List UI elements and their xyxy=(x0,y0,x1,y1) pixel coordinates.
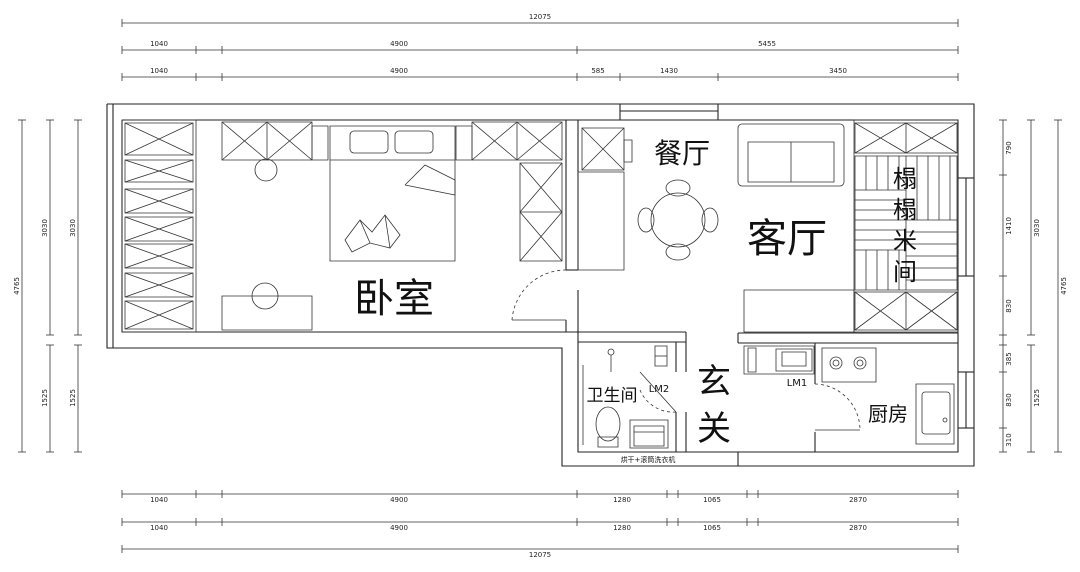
dim-top-r2-4: 1430 xyxy=(660,67,678,75)
dim-top-r1-2: 4900 xyxy=(390,40,408,48)
room-label-entry-1: 玄 xyxy=(697,362,731,402)
dim-bot-r1-2: 4900 xyxy=(390,496,408,504)
dim-top-r2-1: 1040 xyxy=(150,67,168,75)
dim-left-a-lower: 1525 xyxy=(41,389,49,407)
dim-left-outer: 4765 xyxy=(13,277,21,295)
room-label-tatami-1: 榻 xyxy=(893,165,917,193)
room-label-dining: 餐厅 xyxy=(654,137,710,170)
living-furniture xyxy=(578,120,958,332)
dim-right-outer: 4765 xyxy=(1060,277,1068,295)
room-label-tatami-4: 间 xyxy=(893,258,917,286)
dim-top-total: 12075 xyxy=(529,13,551,21)
dim-top-r2-2: 4900 xyxy=(390,67,408,75)
dim-right-mid-upper: 3030 xyxy=(1033,219,1041,237)
room-label-kitchen: 厨房 xyxy=(868,402,908,426)
dim-right-mid-lower: 1525 xyxy=(1033,389,1041,407)
dim-right-1: 790 xyxy=(1005,141,1013,154)
bathroom-fixtures xyxy=(583,346,676,448)
room-label-entry-2: 关 xyxy=(697,409,731,449)
dim-right-4: 385 xyxy=(1005,352,1013,365)
door-tag-lm1: LM1 xyxy=(787,378,808,389)
dim-bot-r2-1: 1040 xyxy=(150,524,168,532)
dim-right-5: 830 xyxy=(1005,393,1013,406)
dim-bot-r2-4: 1065 xyxy=(703,524,721,532)
room-label-tatami-3: 米 xyxy=(893,227,917,255)
dim-right-3: 830 xyxy=(1005,299,1013,312)
dim-left-a-upper: 3030 xyxy=(41,219,49,237)
dim-bot-r1-1: 1040 xyxy=(150,496,168,504)
room-label-bathroom: 卫生间 xyxy=(587,386,638,406)
dim-right-2: 1410 xyxy=(1005,217,1013,235)
washer-note: 烘干+滚筒洗衣机 xyxy=(621,455,676,464)
kitchen-fixtures xyxy=(744,346,954,444)
dim-left-b-upper: 3030 xyxy=(69,219,77,237)
dim-bot-r2-2: 4900 xyxy=(390,524,408,532)
dimension-lines xyxy=(18,19,1062,553)
room-label-living: 客厅 xyxy=(747,216,827,262)
dim-bot-r2-5: 2870 xyxy=(849,524,867,532)
dim-top-r1-3: 5455 xyxy=(758,40,776,48)
room-label-tatami-2: 榻 xyxy=(893,196,917,224)
dim-top-r2-5: 3450 xyxy=(829,67,847,75)
dim-bot-r1-4: 1065 xyxy=(703,496,721,504)
dim-left-b-lower: 1525 xyxy=(69,389,77,407)
room-label-bedroom: 卧室 xyxy=(354,276,434,322)
dim-bot-r1-3: 1280 xyxy=(613,496,631,504)
bedroom-furniture xyxy=(122,120,566,332)
dim-top-r1-1: 1040 xyxy=(150,40,168,48)
dim-top-r2-3: 585 xyxy=(591,67,604,75)
dim-bot-r1-5: 2870 xyxy=(849,496,867,504)
door-tag-lm2: LM2 xyxy=(649,384,670,395)
dim-right-6: 310 xyxy=(1005,433,1013,446)
dim-bottom-total: 12075 xyxy=(529,551,551,559)
dim-bot-r2-3: 1280 xyxy=(613,524,631,532)
